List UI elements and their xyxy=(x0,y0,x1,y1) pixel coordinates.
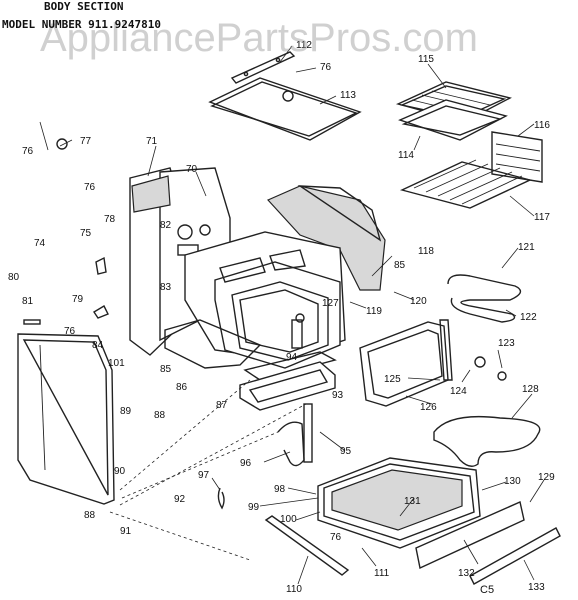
broiler-pan-part xyxy=(395,81,512,141)
page-code: C5 xyxy=(480,584,495,596)
small-hardware-parts xyxy=(23,138,507,381)
callout-87: 87 xyxy=(216,400,228,411)
callout-94: 94 xyxy=(286,352,298,363)
callout-99: 99 xyxy=(248,502,260,513)
oven-rack-part xyxy=(399,159,533,209)
callout-81: 81 xyxy=(22,296,34,307)
callout-113: 113 xyxy=(340,90,356,101)
top-panel-part xyxy=(208,77,362,141)
door-gasket-part xyxy=(359,321,449,407)
drawer-front-part xyxy=(415,501,525,570)
callout-88-a: 88 xyxy=(154,410,166,421)
callout-93: 93 xyxy=(332,390,344,401)
kick-plate-part xyxy=(469,527,561,585)
callout-89: 89 xyxy=(120,406,132,417)
callout-85-b: 85 xyxy=(394,260,406,271)
callout-76-a: 76 xyxy=(22,146,34,157)
callout-79: 79 xyxy=(72,294,84,305)
callout-98: 98 xyxy=(274,484,286,495)
callout-86: 86 xyxy=(176,382,188,393)
bake-element-part xyxy=(433,415,541,467)
callout-121: 121 xyxy=(518,242,535,253)
hinge-spring-part xyxy=(217,487,225,510)
callout-126: 126 xyxy=(420,402,437,413)
callout-124: 124 xyxy=(450,386,467,397)
callout-76-e: 76 xyxy=(330,532,342,543)
callout-129: 129 xyxy=(538,472,555,483)
callout-123: 123 xyxy=(498,338,515,349)
callout-95: 95 xyxy=(340,446,352,457)
oven-door-part xyxy=(17,333,115,505)
callout-118: 118 xyxy=(418,246,434,257)
callout-83: 83 xyxy=(160,282,172,293)
callout-127: 127 xyxy=(322,298,339,309)
callout-70: 70 xyxy=(186,164,198,175)
watermark: AppliancePartsPros.com xyxy=(40,16,478,60)
bottom-frame-part xyxy=(164,319,337,411)
callout-labels: 76 77 71 70 76 78 74 75 82 80 79 81 83 7… xyxy=(8,40,555,595)
door-seal-part xyxy=(439,319,453,381)
callout-78: 78 xyxy=(104,214,116,225)
callout-77: 77 xyxy=(80,136,92,147)
storage-drawer-part xyxy=(317,457,481,549)
callout-76-d: 76 xyxy=(320,62,332,73)
callout-128: 128 xyxy=(522,384,539,395)
callout-91: 91 xyxy=(120,526,132,537)
rack-supports-part xyxy=(491,131,543,183)
callout-120: 120 xyxy=(410,296,427,307)
callout-92: 92 xyxy=(174,494,186,505)
callout-71: 71 xyxy=(146,136,158,147)
broil-element-part xyxy=(447,274,522,323)
callout-88-b: 88 xyxy=(84,510,96,521)
callout-84: 84 xyxy=(92,340,104,351)
callout-110: 110 xyxy=(286,584,302,595)
callout-82: 82 xyxy=(160,220,172,231)
callout-74: 74 xyxy=(34,238,46,249)
callout-80: 80 xyxy=(8,272,20,283)
callout-125: 125 xyxy=(384,374,401,385)
callout-116: 116 xyxy=(534,120,550,131)
drawer-slide-part xyxy=(264,515,350,576)
callout-76-c: 76 xyxy=(64,326,76,337)
callout-75: 75 xyxy=(80,228,92,239)
callout-133: 133 xyxy=(528,582,545,593)
callout-130: 130 xyxy=(504,476,521,487)
callout-132: 132 xyxy=(458,568,475,579)
door-hinge-part xyxy=(277,403,313,467)
callout-114: 114 xyxy=(398,150,414,161)
callout-131: 131 xyxy=(404,496,421,507)
callout-76-b: 76 xyxy=(84,182,96,193)
assembly-lines xyxy=(109,379,307,561)
model-number-line: MODEL NUMBER 911.9247810 xyxy=(2,18,161,31)
callout-117: 117 xyxy=(534,212,550,223)
rear-duct-part xyxy=(266,185,386,291)
callout-90: 90 xyxy=(114,466,126,477)
callout-111: 111 xyxy=(374,568,390,579)
callout-115: 115 xyxy=(418,54,434,65)
callout-96: 96 xyxy=(240,458,252,469)
leader-lines xyxy=(39,45,545,585)
callout-122: 122 xyxy=(520,312,537,323)
rear-strip-part xyxy=(230,51,296,84)
callout-100: 100 xyxy=(280,514,297,525)
section-title: BODY SECTION xyxy=(44,0,124,13)
oven-cavity-part xyxy=(184,231,346,369)
callout-101: 101 xyxy=(108,358,125,369)
callout-97: 97 xyxy=(198,470,210,481)
callout-85-a: 85 xyxy=(160,364,172,375)
callout-119: 119 xyxy=(366,306,382,317)
callout-112: 112 xyxy=(296,40,312,51)
